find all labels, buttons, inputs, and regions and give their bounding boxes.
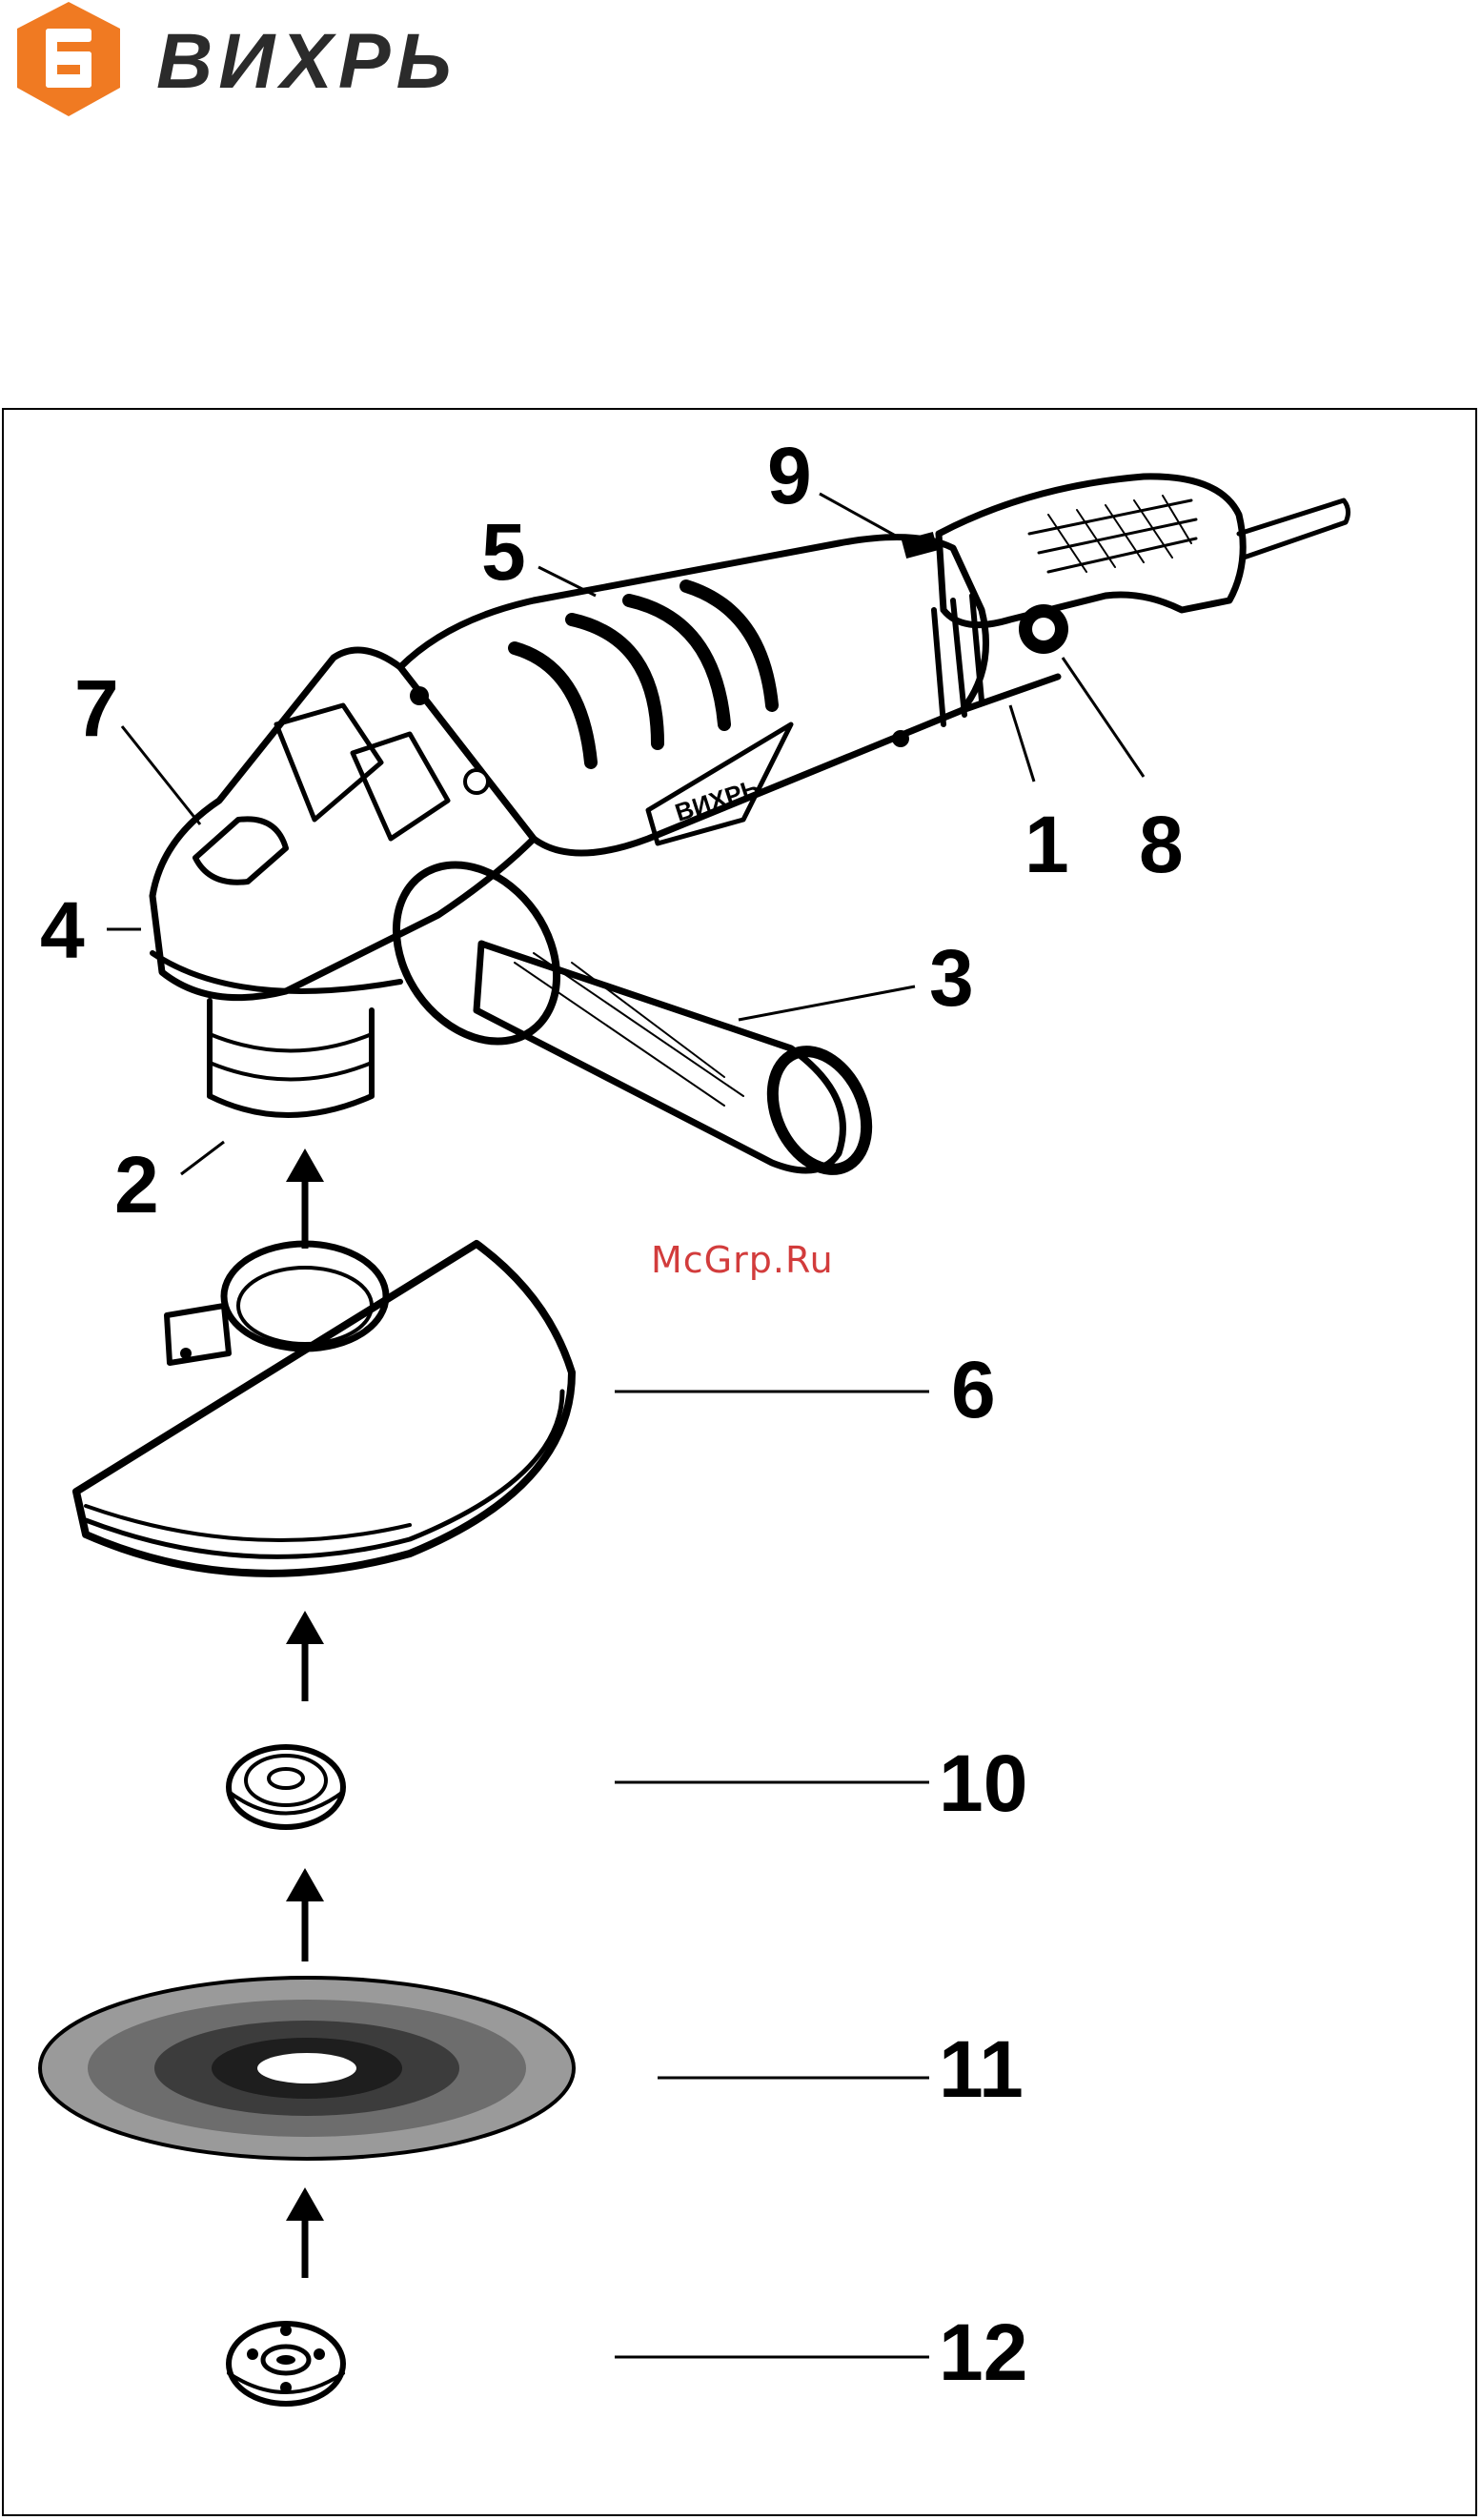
arrow-up-icon — [286, 1868, 324, 1961]
watermark: McGrp.Ru — [651, 1239, 834, 1281]
callout-11: 11 — [939, 2024, 1024, 2114]
callout-5: 5 — [481, 507, 526, 597]
arrow-up-icon — [286, 1148, 324, 1249]
arrow-up-icon — [286, 2187, 324, 2278]
callout-6: 6 — [951, 1345, 996, 1434]
arrow-up-icon — [286, 1611, 324, 1701]
callout-1: 1 — [1025, 800, 1069, 889]
callout-2: 2 — [114, 1140, 159, 1230]
callout-7: 7 — [74, 663, 119, 753]
body-logo-text: ВИХРЬ — [672, 773, 763, 827]
callout-12: 12 — [939, 2307, 1027, 2397]
grinding-disc-drawing — [40, 1978, 574, 2159]
callout-10: 10 — [939, 1738, 1027, 1828]
callout-3: 3 — [929, 933, 974, 1023]
wheel-guard-drawing — [76, 1244, 572, 1574]
inner-flange-drawing — [229, 1747, 343, 1827]
flange-nut-drawing — [229, 2324, 343, 2404]
callout-8: 8 — [1139, 800, 1184, 889]
callout-4: 4 — [40, 885, 85, 975]
callout-9: 9 — [767, 431, 812, 520]
